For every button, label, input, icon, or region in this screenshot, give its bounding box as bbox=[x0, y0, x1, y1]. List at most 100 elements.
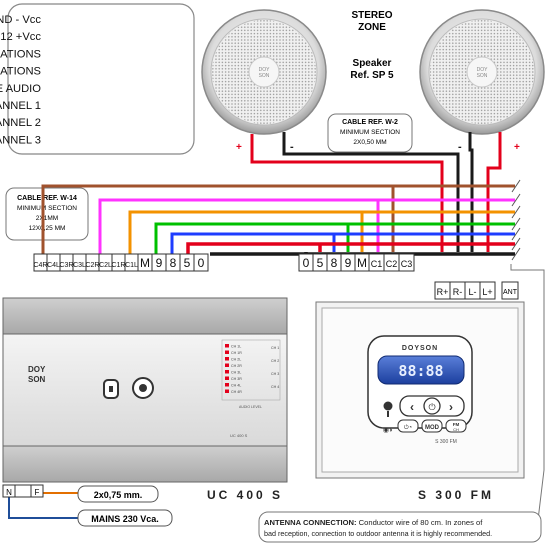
s300-terminal-label: C2 bbox=[386, 259, 398, 269]
wire-blue bbox=[170, 232, 515, 254]
legend-item: 8= COMMUNICATIONS bbox=[0, 48, 41, 60]
legend-desc: = CHANNEL 2 bbox=[0, 117, 41, 129]
uc-brand-top: DOY bbox=[28, 365, 46, 374]
mute-icon: ⏻◔ bbox=[404, 424, 413, 431]
led-label: CH 1L bbox=[231, 344, 241, 348]
polarity-left-minus: - bbox=[290, 141, 294, 153]
s300-next-button[interactable]: › bbox=[449, 400, 453, 414]
s300-fm-unit: DOYSON 88:88 ‹ ⏻ › ◉◗ ⏻◔ MOD FM CH S 300… bbox=[315, 301, 525, 479]
legend-desc: = CHANNEL 3 bbox=[0, 134, 41, 146]
s300-fm-label: FM bbox=[453, 422, 460, 427]
antenna-note-line1: ANTENNA CONNECTION: Conductor wire of 80… bbox=[264, 518, 483, 527]
s300-ch-label: CH bbox=[453, 427, 459, 432]
speaker-terminal-label: L- bbox=[468, 287, 476, 297]
uc-terminal-label: C2L bbox=[99, 262, 112, 269]
legend-rows: 0= GROUND - Vcc5= POWER SUPPLY 12 +Vcc8=… bbox=[0, 14, 41, 146]
cable-w14-box: CABLE REF. W-14 MINIMUM SECTION 2X1MM 12… bbox=[5, 187, 89, 241]
speaker-terminal-label: L+ bbox=[482, 287, 492, 297]
uc-terminal-label: 8 bbox=[170, 256, 177, 270]
s300-power-button[interactable] bbox=[423, 397, 441, 415]
cable-w2-line2: MINIMUM SECTION bbox=[340, 129, 400, 136]
legend-item: C2= CHANNEL 2 bbox=[0, 117, 41, 129]
wires bbox=[8, 132, 545, 521]
mains-terminal-strip: N F bbox=[2, 484, 44, 498]
mains-terminal-f: F bbox=[35, 488, 40, 497]
uc-brand-bottom: SON bbox=[28, 375, 46, 384]
s300-model-small: S 300 FM bbox=[435, 439, 457, 445]
polarity-right-plus: + bbox=[514, 142, 520, 153]
wire-orange bbox=[128, 210, 515, 254]
svg-text:SON: SON bbox=[259, 73, 270, 79]
s300-terminal-cell bbox=[398, 253, 415, 272]
stereo-zone-line1: STEREO bbox=[351, 10, 392, 21]
led-label: CH 4R bbox=[231, 390, 242, 394]
uc-terminal-label: C1L bbox=[125, 262, 138, 269]
led-label: CH 3L bbox=[231, 370, 241, 374]
led-label: CH 3R bbox=[231, 377, 242, 381]
s300-fm-button[interactable] bbox=[445, 419, 467, 433]
uc-terminal-label: C2R bbox=[85, 262, 99, 269]
uc-led-panel bbox=[221, 339, 281, 401]
uc-terminal-label: C3L bbox=[73, 262, 86, 269]
legend-item: 0= GROUND - Vcc bbox=[0, 14, 41, 26]
ch-tag: CH 2 bbox=[271, 359, 279, 363]
legend-desc: = COMMUNICATIONS bbox=[0, 66, 41, 78]
uc-panel-text: AUDIO LEVEL bbox=[239, 405, 262, 409]
cable-w14-line4: 12X0,25 MM bbox=[29, 225, 66, 232]
legend-item: C1= CHANNEL 1 bbox=[0, 100, 41, 112]
speaker-left-logo: DOY bbox=[259, 67, 271, 73]
legend-item: M= MICROPHONE AUDIO bbox=[0, 83, 41, 95]
legend-desc: = COMMUNICATIONS bbox=[0, 48, 41, 60]
speaker-right-logo: DOY bbox=[477, 67, 489, 73]
wire-green bbox=[154, 222, 515, 254]
s300-mod-button[interactable] bbox=[421, 419, 443, 433]
svg-text:SON: SON bbox=[477, 73, 488, 79]
mains-terminal-n: N bbox=[6, 488, 12, 497]
wire-mains-neutral bbox=[8, 496, 80, 519]
s300-fm-label-main: S 300 FM bbox=[418, 488, 494, 502]
s300-mod-label: MOD bbox=[425, 425, 440, 431]
power-icon: ⏻ bbox=[428, 402, 435, 412]
cable-w14-title: CABLE REF. W-14 bbox=[17, 195, 77, 202]
s300-terminal-label: 5 bbox=[317, 256, 324, 270]
speaker-right: DOY SON bbox=[419, 9, 545, 135]
antenna-terminal-label: ANT bbox=[503, 289, 518, 296]
antenna-note-text1: Conductor wire of 80 cm. In zones of bbox=[357, 518, 484, 527]
mains-wire-size-box bbox=[77, 485, 159, 503]
led-indicator bbox=[225, 383, 229, 387]
uc-terminal-label: C3R bbox=[59, 262, 73, 269]
s300-terminal-label: C1 bbox=[371, 259, 383, 269]
cable-w14-line3: 2X1MM bbox=[36, 215, 58, 222]
legend-item: 9= COMMUNICATIONS bbox=[0, 66, 41, 78]
uc-terminal-cell bbox=[193, 253, 209, 272]
speaker-terminal-label: R+ bbox=[437, 287, 449, 297]
led-indicator bbox=[225, 363, 229, 367]
s300-terminal-label: 9 bbox=[345, 256, 352, 270]
uc-400s-label: UC 400 S bbox=[207, 488, 283, 502]
ch-tag: CH 3 bbox=[271, 372, 279, 376]
stereo-zone-line2: ZONE bbox=[358, 22, 386, 33]
mains-power-box bbox=[77, 509, 173, 527]
s300-prev-button[interactable]: ‹ bbox=[410, 400, 414, 414]
wire-speaker-left-plus bbox=[250, 134, 444, 252]
speaker-icon: ◉◗ bbox=[383, 427, 393, 434]
legend-desc: = GROUND - Vcc bbox=[0, 14, 41, 26]
s300-mute-button[interactable] bbox=[397, 419, 419, 433]
speaker-terminal-strip: R+R-L-L+ bbox=[434, 281, 496, 300]
microphone-icon bbox=[383, 401, 393, 411]
led-indicator bbox=[225, 370, 229, 374]
s300-terminal-label: 8 bbox=[331, 256, 338, 270]
legend-desc: = CHANNEL 1 bbox=[0, 100, 41, 112]
s300-brand: DOYSON bbox=[402, 345, 438, 352]
led-indicator bbox=[225, 350, 229, 354]
antenna-terminal: ANT bbox=[501, 281, 519, 300]
cable-w2-box: CABLE REF. W-2 MINIMUM SECTION 2X0,50 MM bbox=[327, 113, 413, 153]
speaker-label: Speaker bbox=[353, 58, 392, 69]
antenna-note-label: ANTENNA CONNECTION: bbox=[264, 518, 357, 527]
s300-display bbox=[377, 355, 465, 385]
speaker-terminal-cell bbox=[479, 281, 496, 300]
